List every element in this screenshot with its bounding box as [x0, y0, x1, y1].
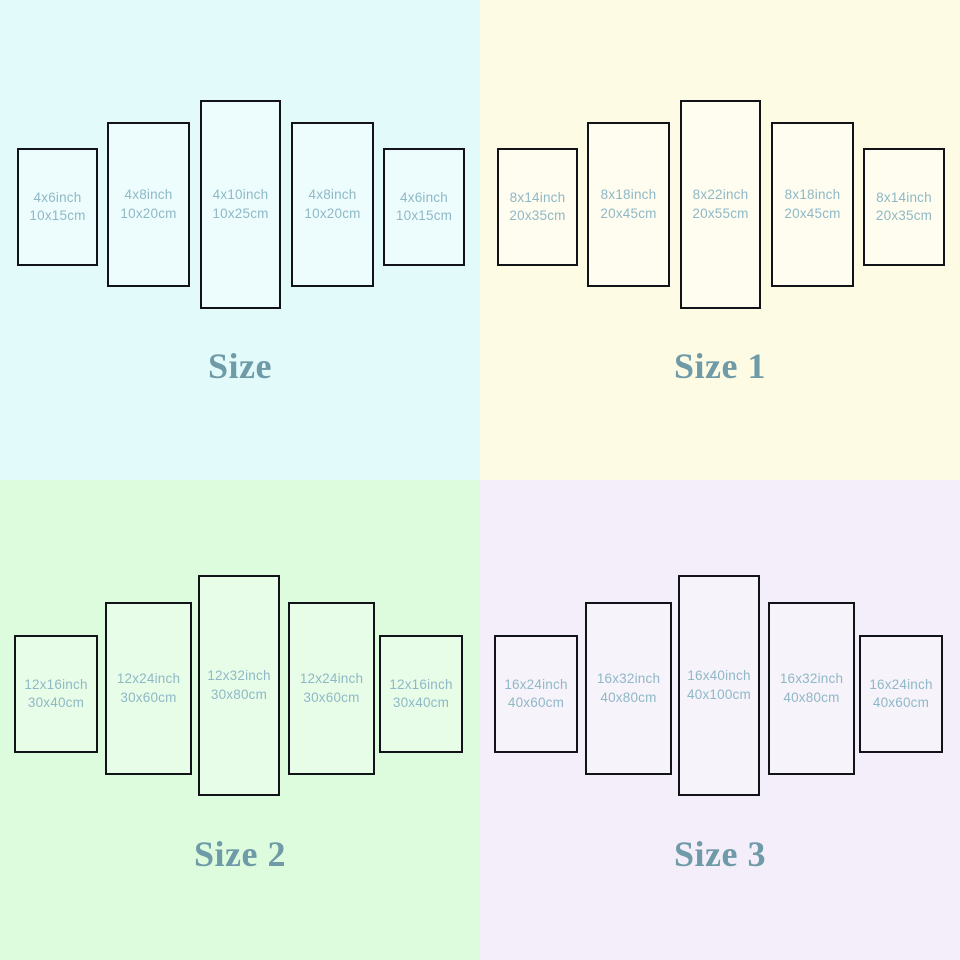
panel-size2-3: 12x32inch 30x80cm [198, 575, 280, 796]
panel-label-size3-3: 16x40inch 40x100cm [687, 667, 751, 703]
panel-group-size-2: 12x16inch 30x40cm 12x24inch 30x60cm 12x3… [0, 480, 480, 960]
panel-size1-3: 8x22inch 20x55cm [680, 100, 761, 309]
panel-label-size-4: 4x8inch 10x20cm [304, 186, 360, 222]
panel-cm-size3-3: 40x100cm [687, 686, 751, 702]
panel-inch-size3-3: 16x40inch [687, 668, 751, 684]
quadrant-size-3: 16x24inch 40x60cm 16x32inch 40x80cm 16x4… [480, 480, 960, 960]
panel-group-size-1: 8x14inch 20x35cm 8x18inch 20x45cm 8x22in… [480, 0, 960, 480]
panel-cm-size-2: 10x20cm [120, 205, 177, 221]
panel-size-1: 4x6inch 10x15cm [17, 148, 98, 266]
panel-size3-3: 16x40inch 40x100cm [678, 575, 760, 796]
panel-inch-size1-1: 8x14inch [509, 189, 566, 205]
panel-size1-1: 8x14inch 20x35cm [497, 148, 578, 266]
panel-size2-1: 12x16inch 30x40cm [14, 635, 98, 753]
panel-size2-4: 12x24inch 30x60cm [288, 602, 375, 775]
panel-inch-size2-5: 12x16inch [389, 676, 453, 692]
panel-inch-size2-4: 12x24inch [299, 671, 364, 687]
panel-size2-2: 12x24inch 30x60cm [105, 602, 192, 775]
panel-inch-size-1: 4x6inch [33, 189, 82, 205]
panel-label-size3-2: 16x32inch 40x80cm [597, 670, 660, 706]
panel-group-size-3: 16x24inch 40x60cm 16x32inch 40x80cm 16x4… [480, 480, 960, 960]
panel-label-size3-5: 16x24inch 40x60cm [869, 676, 932, 712]
panel-size3-1: 16x24inch 40x60cm [494, 635, 578, 753]
panel-label-size3-1: 16x24inch 40x60cm [504, 676, 567, 712]
panel-inch-size1-2: 8x18inch [600, 187, 657, 203]
panel-size3-5: 16x24inch 40x60cm [859, 635, 943, 753]
quadrant-title-size: Size [208, 346, 272, 386]
panel-cm-size3-2: 40x80cm [600, 689, 657, 705]
panel-label-size1-2: 8x18inch 20x45cm [600, 186, 656, 222]
panel-cm-size2-4: 30x60cm [303, 689, 360, 705]
panel-cm-size-4: 10x20cm [304, 205, 361, 221]
panel-cm-size2-3: 30x80cm [210, 686, 268, 702]
panel-inch-size3-1: 16x24inch [504, 676, 568, 692]
panel-cm-size3-1: 40x60cm [507, 695, 565, 710]
panel-label-size2-1: 12x16inch 30x40cm [24, 676, 87, 712]
panel-label-size3-4: 16x32inch 40x80cm [780, 670, 843, 706]
panel-cm-size-5: 10x15cm [395, 208, 453, 223]
panel-cm-size1-1: 20x35cm [509, 208, 566, 223]
panel-size-5: 4x6inch 10x15cm [383, 148, 465, 266]
panel-label-size2-4: 12x24inch 30x60cm [300, 670, 363, 706]
panel-inch-size-5: 4x6inch [400, 189, 448, 205]
quadrant-title-size-1: Size 1 [674, 346, 766, 386]
panel-cm-size-1: 10x15cm [29, 208, 86, 223]
panel-label-size1-3: 8x22inch 20x55cm [692, 186, 748, 222]
panel-label-size2-3: 12x32inch 30x80cm [207, 667, 270, 703]
panel-inch-size3-4: 16x32inch [779, 671, 844, 687]
panel-size2-5: 12x16inch 30x40cm [379, 635, 463, 753]
panel-inch-size2-2: 12x24inch [116, 671, 181, 687]
quadrant-title-size-2: Size 2 [194, 834, 286, 874]
panel-inch-size-3: 4x10inch [212, 187, 269, 203]
panel-label-size2-5: 12x16inch 30x40cm [389, 676, 452, 712]
panel-cm-size1-3: 20x55cm [692, 205, 749, 221]
quadrant-title-size-3: Size 3 [674, 834, 766, 874]
panel-inch-size-4: 4x8inch [308, 187, 357, 203]
panel-size-4: 4x8inch 10x20cm [291, 122, 374, 287]
panel-cm-size3-4: 40x80cm [783, 689, 840, 705]
panel-group-size: 4x6inch 10x15cm 4x8inch 10x20cm 4x10inch… [0, 0, 480, 480]
panel-inch-size2-1: 12x16inch [24, 676, 88, 692]
panel-cm-size3-5: 40x60cm [872, 695, 930, 710]
panel-size-3: 4x10inch 10x25cm [200, 100, 281, 309]
panel-label-size1-5: 8x14inch 20x35cm [876, 189, 932, 225]
quadrant-size-2: 12x16inch 30x40cm 12x24inch 30x60cm 12x3… [0, 480, 480, 960]
panel-inch-size-2: 4x8inch [124, 187, 173, 203]
panel-inch-size1-3: 8x22inch [692, 187, 749, 203]
panel-label-size1-4: 8x18inch 20x45cm [784, 186, 840, 222]
panel-label-size-5: 4x6inch 10x15cm [396, 189, 452, 225]
panel-cm-size1-4: 20x45cm [784, 205, 841, 221]
panel-size1-4: 8x18inch 20x45cm [771, 122, 854, 287]
panel-size-2: 4x8inch 10x20cm [107, 122, 190, 287]
panel-cm-size1-2: 20x45cm [600, 205, 657, 221]
panel-label-size2-2: 12x24inch 30x60cm [117, 670, 180, 706]
panel-cm-size1-5: 20x35cm [875, 208, 933, 223]
panel-size3-2: 16x32inch 40x80cm [585, 602, 672, 775]
panel-cm-size2-1: 30x40cm [27, 695, 85, 710]
quadrant-size-1: 8x14inch 20x35cm 8x18inch 20x45cm 8x22in… [480, 0, 960, 480]
panel-inch-size1-5: 8x14inch [876, 189, 932, 205]
panel-size1-5: 8x14inch 20x35cm [863, 148, 945, 266]
panel-size1-2: 8x18inch 20x45cm [587, 122, 670, 287]
panel-label-size-2: 4x8inch 10x20cm [120, 186, 176, 222]
panel-cm-size-3: 10x25cm [212, 205, 269, 221]
panel-cm-size2-2: 30x60cm [120, 689, 177, 705]
panel-inch-size3-2: 16x32inch [596, 671, 661, 687]
panel-size3-4: 16x32inch 40x80cm [768, 602, 855, 775]
panel-label-size-1: 4x6inch 10x15cm [29, 189, 85, 225]
panel-label-size-3: 4x10inch 10x25cm [212, 186, 268, 222]
quadrant-size: 4x6inch 10x15cm 4x8inch 10x20cm 4x10inch… [0, 0, 480, 480]
panel-inch-size1-4: 8x18inch [784, 187, 841, 203]
panel-label-size1-1: 8x14inch 20x35cm [509, 189, 565, 225]
panel-cm-size2-5: 30x40cm [392, 695, 450, 710]
panel-inch-size3-5: 16x24inch [869, 676, 933, 692]
panel-inch-size2-3: 12x32inch [207, 668, 271, 684]
